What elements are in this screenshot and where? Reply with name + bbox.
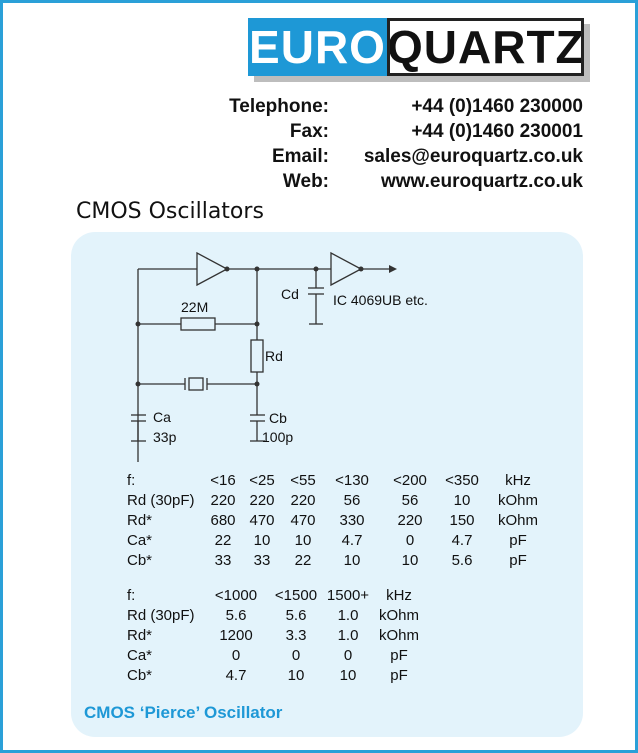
contact-row-telephone: Telephone: +44 (0)1460 230000: [3, 96, 635, 120]
table-cell: kOhm: [497, 492, 538, 509]
table-cell: <200: [393, 472, 427, 489]
table-cell: 33: [253, 552, 271, 569]
table-row-label: Cb*: [127, 552, 153, 569]
table-cell: pF: [509, 532, 527, 549]
contact-row-web: Web: www.euroquartz.co.uk: [3, 171, 635, 195]
table-cell: <1500: [274, 587, 318, 604]
table-cell: 4.7: [451, 532, 473, 549]
table-cell: kOhm: [378, 627, 419, 644]
table-cell: 22: [294, 552, 312, 569]
table-cell: 220: [397, 512, 423, 529]
table-cell: 330: [339, 512, 365, 529]
table-cell: 0: [231, 647, 241, 664]
table-cell: 0: [291, 647, 301, 664]
ic-label: IC 4069UB etc.: [333, 292, 428, 308]
table-cell: 0: [405, 532, 415, 549]
logo-border: [387, 18, 584, 76]
table-row-label: f:: [127, 587, 136, 604]
table-row-label: Rd*: [127, 512, 153, 529]
table-cell: <1000: [214, 587, 258, 604]
table-cell: 10: [253, 532, 271, 549]
table-cell: 0: [343, 647, 353, 664]
table-row-label: Cb*: [127, 667, 153, 684]
table-cell: pF: [390, 647, 408, 664]
contact-row-fax: Fax: +44 (0)1460 230001: [3, 121, 635, 145]
ca-value-label: 33p: [153, 429, 177, 445]
table-cell: 3.3: [285, 627, 307, 644]
table-cell: 4.7: [341, 532, 363, 549]
table-cell: kHz: [386, 587, 412, 604]
table-cell: 470: [290, 512, 316, 529]
table-cell: 10: [401, 552, 419, 569]
table-cell: <16: [210, 472, 236, 489]
table-cell: 5.6: [285, 607, 307, 624]
table-cell: 56: [343, 492, 361, 509]
euroquartz-logo: EURO QUARTZ: [248, 18, 590, 82]
table-cell: 470: [249, 512, 275, 529]
ca-label: Ca: [153, 409, 171, 425]
table-cell: 220: [210, 492, 236, 509]
logo-euro-text: EURO: [248, 18, 387, 76]
contact-label: Web:: [282, 171, 329, 192]
contact-value: sales@euroquartz.co.uk: [363, 146, 583, 167]
feedback-resistor-label: 22M: [181, 299, 208, 315]
table-cell: 10: [339, 667, 357, 684]
contact-row-email: Email: sales@euroquartz.co.uk: [3, 146, 635, 170]
pierce-oscillator-schematic: 22M Rd Cd IC 4069UB etc. Ca 33p Cb 100p: [131, 251, 428, 462]
table-cell: 1.0: [337, 607, 359, 624]
table-cell: 220: [290, 492, 316, 509]
table-cell: <350: [445, 472, 479, 489]
table-cell: 22: [214, 532, 232, 549]
table-cell: 56: [401, 492, 419, 509]
table-row-label: Rd (30pF): [127, 492, 195, 509]
table-cell: 220: [249, 492, 275, 509]
table-row-label: Rd (30pF): [127, 607, 195, 624]
cb-label: Cb: [269, 410, 287, 426]
table-cell: <25: [249, 472, 275, 489]
table-cell: 680: [210, 512, 236, 529]
table-cell: pF: [390, 667, 408, 684]
table-cell: 1200: [219, 627, 253, 644]
table-cell: 10: [453, 492, 471, 509]
contact-value: +44 (0)1460 230000: [411, 96, 583, 117]
page-title: CMOS Oscillators: [76, 199, 264, 224]
table-row-label: Rd*: [127, 627, 153, 644]
contact-label: Email:: [271, 146, 329, 167]
figure-caption: CMOS ‘Pierce’ Oscillator: [84, 703, 283, 722]
table-cell: kOhm: [497, 512, 538, 529]
table-cell: 5.6: [225, 607, 247, 624]
table-cell: pF: [509, 552, 527, 569]
table-cell: 1500+: [326, 587, 370, 604]
table-row-label: Ca*: [127, 532, 153, 549]
table-cell: <55: [290, 472, 316, 489]
table-cell: 1.0: [337, 627, 359, 644]
oscillator-panel: 22M Rd Cd IC 4069UB etc. Ca 33p Cb 100p …: [71, 232, 583, 737]
cb-value-label: 100p: [262, 429, 293, 445]
table-cell: 5.6: [451, 552, 473, 569]
table-cell: 150: [449, 512, 475, 529]
table-cell: kOhm: [378, 607, 419, 624]
table-cell: 10: [294, 532, 312, 549]
contact-value: +44 (0)1460 230001: [411, 121, 583, 142]
contact-label: Fax:: [289, 121, 329, 142]
table-cell: 10: [343, 552, 361, 569]
table-cell: kHz: [505, 472, 531, 489]
table-cell: 4.7: [225, 667, 247, 684]
table-cell: 33: [214, 552, 232, 569]
rd-label: Rd: [265, 348, 283, 364]
table-row-label: f:: [127, 472, 136, 489]
contact-label: Telephone:: [229, 96, 329, 117]
table-row-label: Ca*: [127, 647, 153, 664]
table-cell: <130: [335, 472, 369, 489]
logo-quartz-text: QUARTZ: [387, 18, 584, 76]
cd-label: Cd: [281, 286, 299, 302]
contact-value: www.euroquartz.co.uk: [381, 171, 583, 192]
table-cell: 10: [287, 667, 305, 684]
